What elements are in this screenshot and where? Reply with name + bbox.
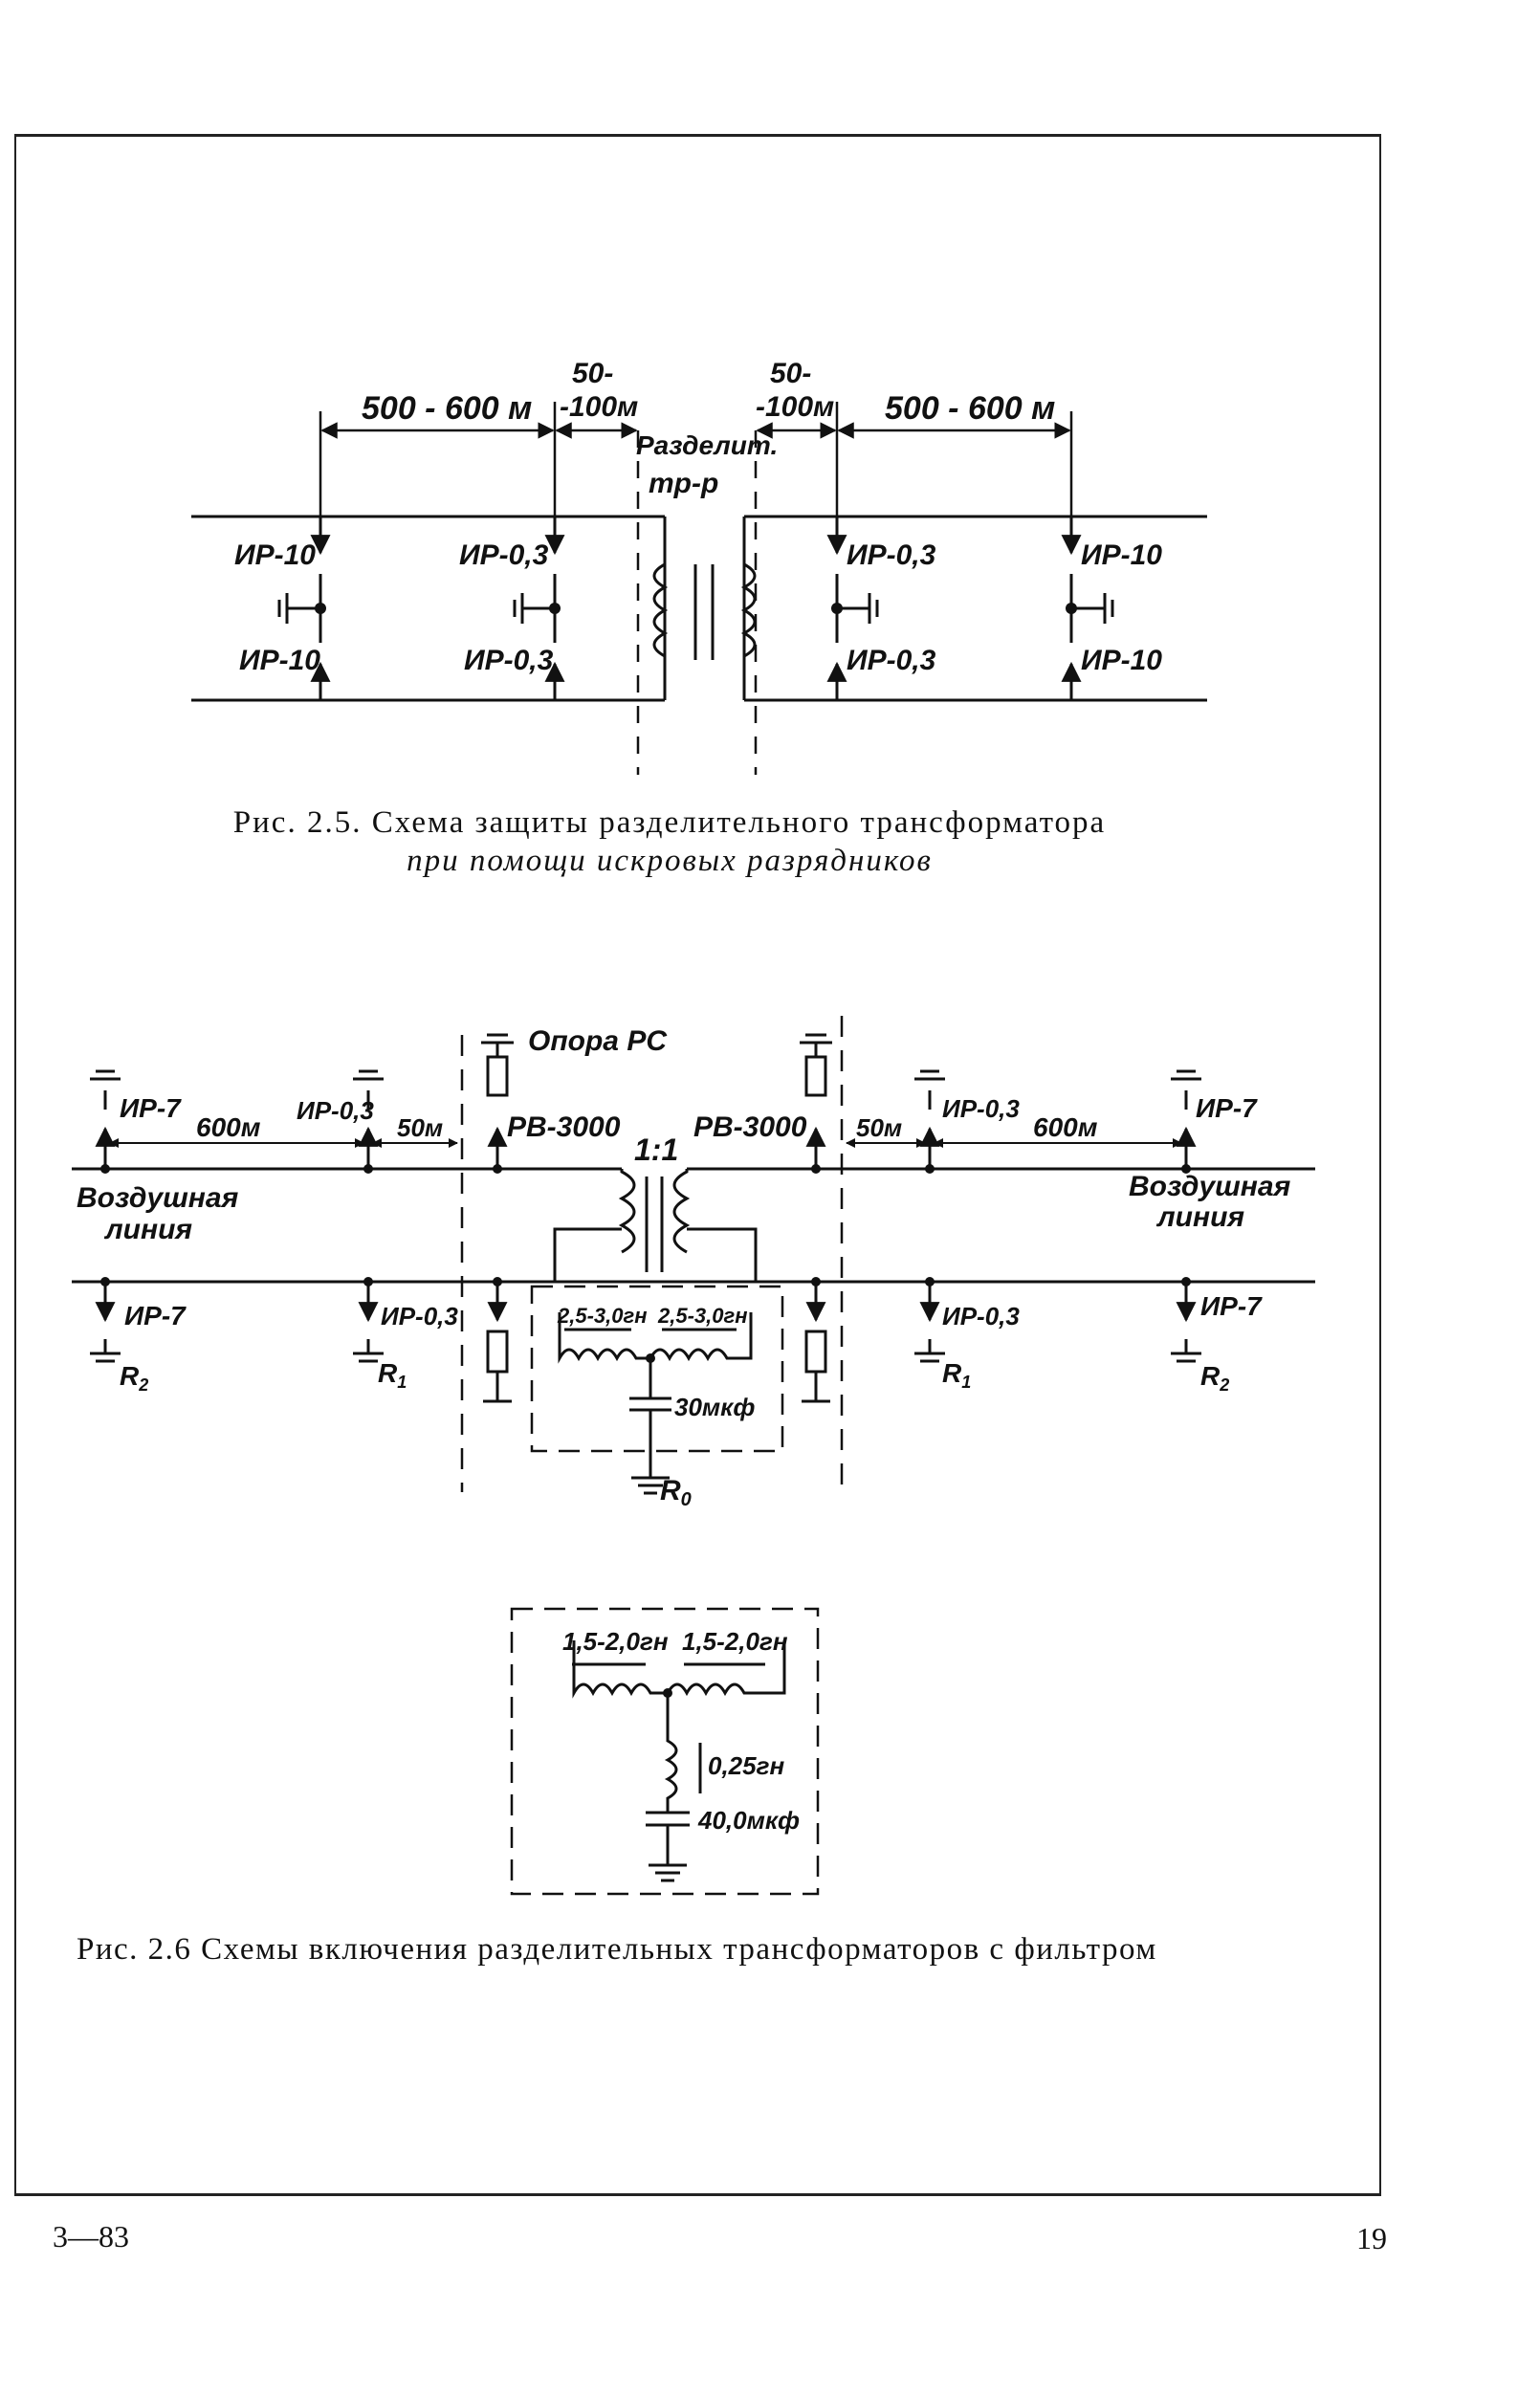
air-line-right-1: Воздушная	[1129, 1171, 1291, 1202]
r2-right-label: R2	[1200, 1361, 1229, 1395]
dim-left: 500 - 600 м	[362, 390, 532, 427]
r0-label: R0	[660, 1475, 692, 1510]
dist-50-right: 50м	[856, 1113, 902, 1142]
rv-left-label: РВ-3000	[507, 1111, 621, 1143]
arrester-right-inner-bottom: ИР-0,3	[847, 645, 936, 676]
ir03-top-right: ИР-0,3	[942, 1094, 1020, 1123]
figure-2-6-caption: Рис. 2.6 Схемы включения разделительных …	[77, 1932, 1157, 1967]
page-number: 19	[1356, 2221, 1387, 2255]
filter-coil-right-label: 1,5-2,0гн	[682, 1627, 788, 1656]
filter-capacitor-label: 40,0мкф	[697, 1806, 800, 1835]
dim-right-gap-bottom: -100м	[756, 391, 834, 423]
dim-left-gap-bottom: -100м	[560, 391, 638, 423]
arrester-left-outer-top: ИР-10	[234, 539, 316, 571]
arrester-right-inner-top: ИР-0,3	[847, 539, 936, 571]
ratio-label: 1:1	[634, 1133, 678, 1167]
filter-coil-left-label: 1,5-2,0гн	[562, 1627, 669, 1656]
dim-right-gap-top: 50-	[770, 358, 811, 389]
ir7-bottom-left: ИР-7	[124, 1301, 187, 1330]
dim-left-gap-top: 50-	[572, 358, 613, 389]
capacitor-label: 30мкф	[674, 1393, 755, 1421]
arrester-left-inner-bottom: ИР-0,3	[464, 645, 554, 676]
arrester-right-outer-bottom: ИР-10	[1081, 645, 1162, 676]
ir7-top-left: ИР-7	[120, 1093, 182, 1123]
ir7-bottom-right: ИР-7	[1200, 1291, 1263, 1321]
transformer-label-1: Разделит.	[636, 430, 778, 460]
coil-right-label: 2,5-3,0гн	[657, 1304, 748, 1328]
figure-2-5-caption: Рис. 2.5. Схема защиты разделительного т…	[177, 803, 1162, 880]
transformer-label-2: тр-р	[649, 468, 718, 499]
arrester-left-inner-top: ИР-0,3	[459, 539, 549, 571]
dist-600-right: 600м	[1033, 1112, 1098, 1142]
figure-2-5-caption-line2: при помощи искровых разрядников	[407, 844, 933, 878]
r1-right-label: R1	[942, 1358, 971, 1392]
figure-2-5-caption-line1: Рис. 2.5. Схема защиты разделительного т…	[232, 805, 1107, 840]
dist-50-left: 50м	[397, 1113, 443, 1142]
page-frame	[14, 134, 1381, 2196]
r1-left-label: R1	[378, 1358, 407, 1392]
coil-left-label: 2,5-3,0гн	[557, 1304, 648, 1328]
r2-left-label: R2	[120, 1361, 148, 1395]
air-line-right-2: линия	[1155, 1201, 1244, 1233]
dim-right: 500 - 600 м	[885, 390, 1055, 427]
arrester-right-outer-top: ИР-10	[1081, 539, 1162, 571]
arrester-left-outer-bottom: ИР-10	[239, 645, 320, 676]
ir03-bottom-left: ИР-0,3	[381, 1302, 458, 1330]
footer-signature: 3—83	[53, 2219, 129, 2254]
filter-inductor-label: 0,25гн	[708, 1751, 784, 1780]
air-line-left-2: линия	[103, 1214, 192, 1245]
dist-600-left: 600м	[196, 1112, 261, 1142]
ir03-bottom-right: ИР-0,3	[942, 1302, 1020, 1330]
ir03-top-left: ИР-0,3	[297, 1096, 374, 1125]
support-label: Опора РС	[528, 1025, 668, 1057]
ir7-top-right: ИР-7	[1196, 1093, 1258, 1123]
rv-right-label: РВ-3000	[693, 1111, 807, 1143]
air-line-left-1: Воздушная	[77, 1182, 239, 1214]
